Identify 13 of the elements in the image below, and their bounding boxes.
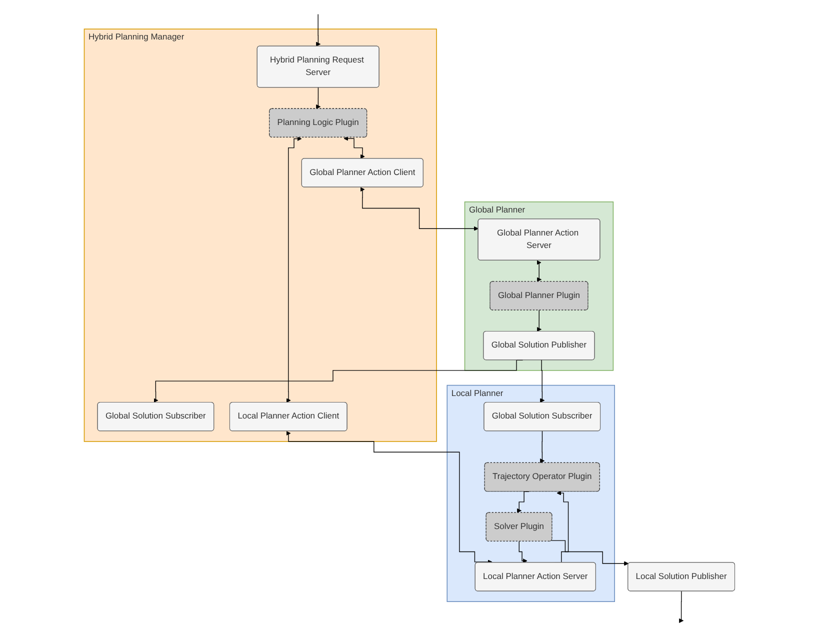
arrow (540, 360, 545, 403)
arrow (540, 430, 545, 464)
arrow (316, 14, 321, 46)
arrow (316, 87, 321, 110)
arrow (360, 187, 479, 231)
arrow (344, 136, 365, 159)
arrow (678, 590, 684, 624)
arrow (536, 310, 542, 332)
arrow (536, 260, 542, 282)
arrow (286, 136, 302, 403)
arrow (518, 541, 528, 564)
arrow (551, 540, 629, 566)
arrow (286, 430, 492, 564)
